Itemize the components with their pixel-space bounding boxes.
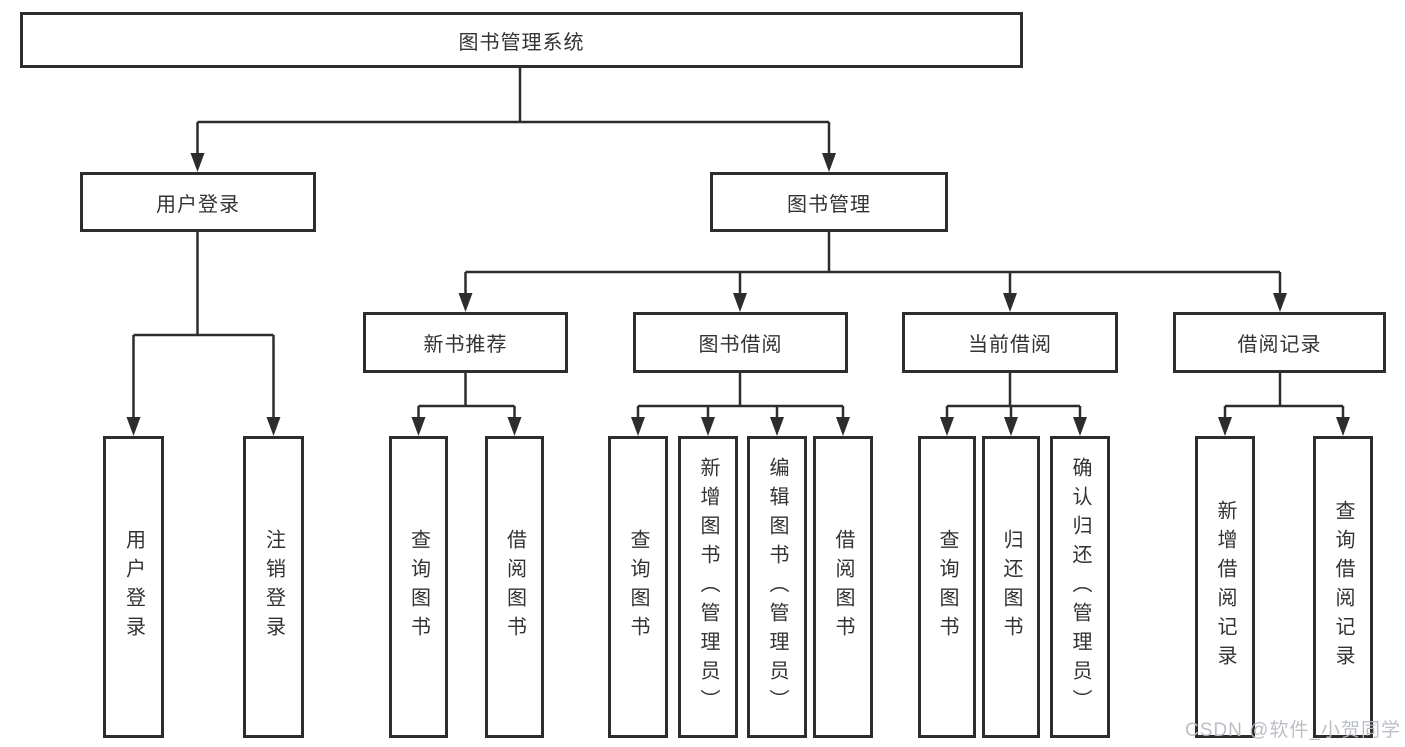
leaf-query-books-current: 查询图书 — [918, 436, 976, 738]
node-new-book-recommend: 新书推荐 — [363, 312, 568, 373]
connector-book-mgmt-to-level3 — [464, 232, 1282, 298]
arrow-down-icon — [1273, 293, 1287, 312]
connector-current-borrow-to-leaves — [945, 372, 1082, 422]
node-label: 查询图书 — [627, 529, 649, 645]
arrow-down-icon — [126, 417, 141, 436]
arrow-down-icon — [1073, 417, 1087, 436]
arrow-down-icon — [507, 417, 522, 436]
arrow-down-icon — [701, 417, 715, 436]
arrow-down-icon — [631, 417, 645, 436]
node-label: 借阅图书 — [832, 529, 854, 645]
arrow-down-icon — [822, 153, 836, 172]
node-borrowing-records: 借阅记录 — [1173, 312, 1386, 373]
leaf-query-borrow-record: 查询借阅记录 — [1313, 436, 1373, 738]
leaf-query-books-recommend: 查询图书 — [389, 436, 448, 738]
node-label: 查询图书 — [936, 529, 958, 645]
node-label: 图书管理系统 — [458, 31, 585, 54]
leaf-borrow-books-borrowing: 借阅图书 — [813, 436, 873, 738]
node-label: 用户登录 — [156, 193, 240, 216]
arrow-down-icon — [940, 417, 954, 436]
arrow-down-icon — [1336, 417, 1350, 436]
node-label: 确认归还（管理员） — [1069, 456, 1091, 718]
node-label: 借阅记录 — [1237, 334, 1322, 356]
node-label: 查询借阅记录 — [1332, 500, 1354, 674]
node-book-borrowing: 图书借阅 — [633, 312, 848, 373]
leaf-add-book-admin: 新增图书（管理员） — [678, 436, 738, 738]
leaf-logout: 注销登录 — [243, 436, 304, 738]
leaf-add-borrow-record: 新增借阅记录 — [1195, 436, 1255, 738]
node-label: 图书管理 — [787, 193, 871, 216]
arrow-down-icon — [266, 417, 281, 436]
node-label: 归还图书 — [1000, 529, 1022, 645]
node-current-borrowing: 当前借阅 — [902, 312, 1118, 373]
node-label: 新增图书（管理员） — [697, 456, 719, 718]
csdn-watermark: CSDN @软件_小贺同学 — [1185, 720, 1401, 741]
arrow-down-icon — [1003, 293, 1017, 312]
node-label: 新书推荐 — [423, 334, 508, 356]
node-label: 当前借阅 — [968, 334, 1052, 356]
connector-root-to-level2 — [196, 68, 831, 158]
arrowheads — [126, 153, 1350, 436]
leaf-return-book: 归还图书 — [982, 436, 1040, 738]
node-root-system: 图书管理系统 — [20, 12, 1023, 68]
node-label: 图书借阅 — [698, 334, 783, 356]
arrow-down-icon — [1218, 417, 1232, 436]
arrow-down-icon — [190, 153, 205, 172]
node-label: 用户登录 — [122, 529, 145, 645]
leaf-edit-book-admin: 编辑图书（管理员） — [747, 436, 807, 738]
arrow-down-icon — [411, 417, 426, 436]
node-label: 新增借阅记录 — [1214, 500, 1236, 674]
arrow-down-icon — [733, 293, 747, 312]
node-label: 查询图书 — [407, 529, 430, 645]
connector-book-borrow-to-leaves — [636, 372, 845, 422]
connector-user-login-to-leaves — [132, 232, 275, 422]
arrow-down-icon — [1004, 417, 1018, 436]
node-label: 编辑图书（管理员） — [766, 456, 788, 718]
arrow-down-icon — [836, 417, 850, 436]
node-book-management: 图书管理 — [710, 172, 948, 232]
node-label: 借阅图书 — [503, 529, 526, 645]
leaf-query-books-borrowing: 查询图书 — [608, 436, 668, 738]
connector-borrow-records-to-leaves — [1223, 372, 1345, 422]
leaf-user-login: 用户登录 — [103, 436, 164, 738]
leaf-borrow-books-recommend: 借阅图书 — [485, 436, 544, 738]
node-user-login: 用户登录 — [80, 172, 316, 232]
connector-new-book-to-leaves — [417, 372, 516, 422]
node-label: 注销登录 — [262, 529, 285, 645]
arrow-down-icon — [458, 293, 473, 312]
arrow-down-icon — [770, 417, 784, 436]
leaf-confirm-return-admin: 确认归还（管理员） — [1050, 436, 1110, 738]
